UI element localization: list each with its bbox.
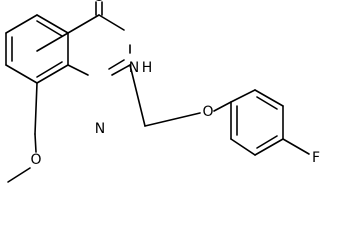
bond — [254, 89, 284, 107]
bond — [34, 82, 38, 135]
bond — [67, 14, 100, 34]
bond — [7, 167, 31, 183]
nh-nitrogen-label: N — [129, 60, 139, 76]
bond — [230, 89, 256, 103]
bond — [36, 61, 63, 78]
bond — [36, 14, 69, 34]
atom-labels: O H N N O O F — [30, 0, 320, 168]
bond — [108, 59, 125, 70]
nh-hydrogen-label: H — [142, 60, 153, 76]
bond — [36, 64, 69, 84]
bond — [36, 32, 69, 52]
bond — [34, 133, 37, 153]
bond — [213, 101, 232, 112]
bond — [256, 96, 278, 110]
bond — [144, 112, 201, 127]
methoxy-oxygen-label: O — [30, 152, 41, 168]
bond — [256, 135, 278, 149]
bond — [230, 138, 256, 156]
bonds — [5, 1, 310, 183]
ether-oxygen-label: O — [202, 104, 213, 120]
bond — [111, 64, 131, 76]
chemical-structure: O H N N O O F — [5, 0, 320, 183]
bond — [5, 64, 38, 84]
bond — [36, 20, 63, 37]
bond — [254, 138, 284, 156]
fluorine-label: F — [312, 150, 320, 166]
bond — [129, 64, 146, 127]
bond — [98, 14, 125, 31]
ring-nitrogen-label: N — [95, 121, 105, 137]
carbonyl-oxygen-label: O — [93, 0, 104, 5]
bond — [67, 64, 89, 76]
bond — [282, 138, 310, 155]
bond — [5, 14, 38, 34]
